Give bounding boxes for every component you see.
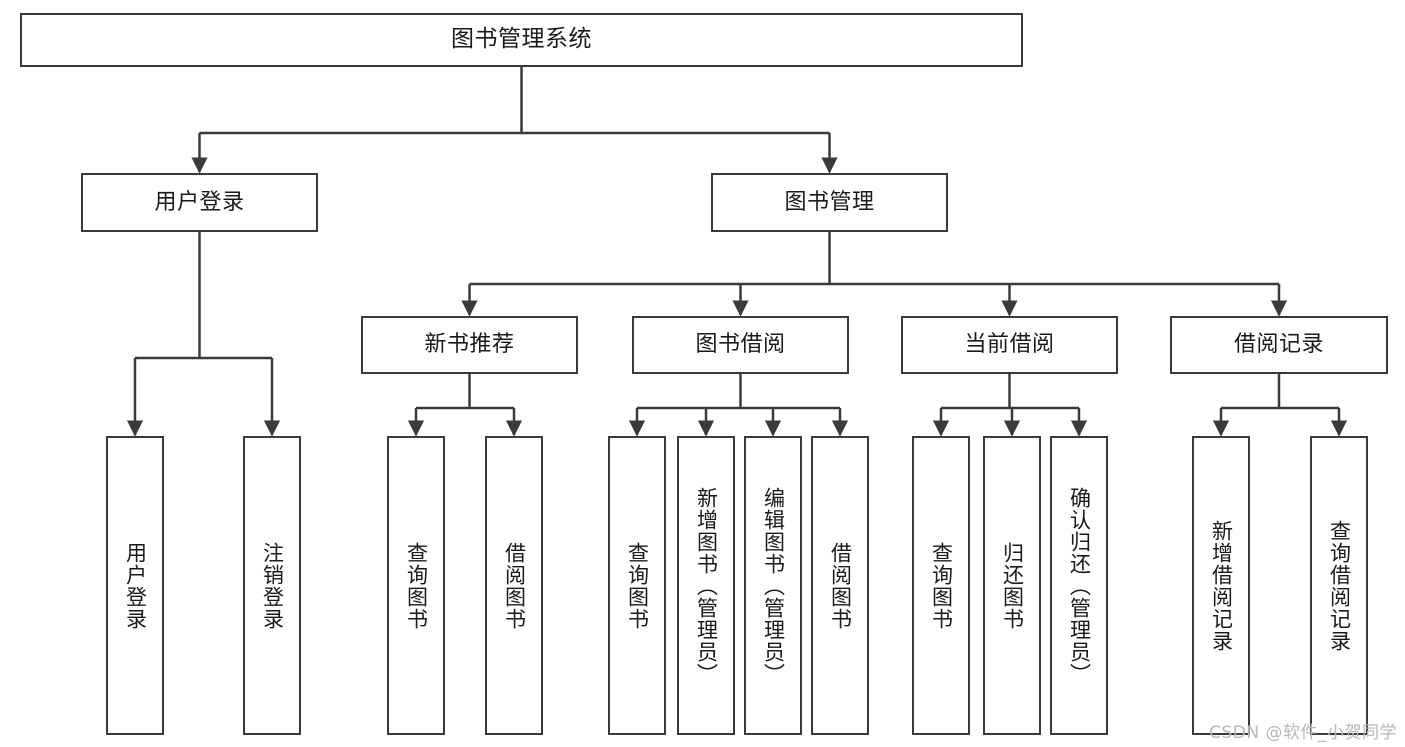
node-leaf-add-borrow-record[interactable]: 新增借阅记录 [1192,436,1250,735]
node-label: 新增图书（管理员） [694,486,719,685]
node-label: 查询借阅记录 [1327,519,1352,652]
node-label: 图书借阅 [695,332,786,358]
node-new-book-recommend[interactable]: 新书推荐 [361,316,578,374]
node-leaf-edit-book-admin[interactable]: 编辑图书（管理员） [744,436,802,735]
node-leaf-borrow-book-recommend[interactable]: 借阅图书 [485,436,543,735]
node-leaf-confirm-return-admin[interactable]: 确认归还（管理员） [1050,436,1108,735]
node-label: 新书推荐 [424,332,515,358]
node-label: 编辑图书（管理员） [761,486,786,685]
node-leaf-query-borrow-record[interactable]: 查询借阅记录 [1310,436,1368,735]
node-book-management[interactable]: 图书管理 [711,173,948,232]
node-label: 当前借阅 [964,332,1055,358]
node-label: 查询图书 [929,541,954,630]
node-leaf-logout[interactable]: 注销登录 [243,436,301,735]
node-borrow-records[interactable]: 借阅记录 [1170,316,1388,374]
node-label: 查询图书 [404,541,429,630]
node-root[interactable]: 图书管理系统 [20,13,1023,67]
node-label: 用户登录 [123,541,148,630]
node-label: 确认归还（管理员） [1067,486,1092,685]
node-leaf-query-book-borrow[interactable]: 查询图书 [608,436,666,735]
watermark: CSDN @软件_小贺同学 [1209,723,1397,743]
node-label: 新增借阅记录 [1209,519,1234,652]
node-user-login[interactable]: 用户登录 [81,173,318,232]
node-label: 用户登录 [154,189,245,215]
node-label: 归还图书 [1000,541,1025,630]
node-leaf-add-book-admin[interactable]: 新增图书（管理员） [677,436,735,735]
node-leaf-query-book-recommend[interactable]: 查询图书 [387,436,445,735]
node-leaf-query-book-current[interactable]: 查询图书 [912,436,970,735]
node-current-borrow[interactable]: 当前借阅 [901,316,1118,374]
node-book-borrow[interactable]: 图书借阅 [632,316,849,374]
node-leaf-user-login[interactable]: 用户登录 [106,436,164,735]
node-label: 查询图书 [625,541,650,630]
node-label: 图书管理 [784,189,875,215]
node-label: 借阅图书 [502,541,527,630]
node-label: 图书管理系统 [451,26,592,53]
node-label: 借阅图书 [828,541,853,630]
node-label: 借阅记录 [1233,332,1324,358]
node-leaf-return-book[interactable]: 归还图书 [983,436,1041,735]
node-leaf-borrow-book[interactable]: 借阅图书 [811,436,869,735]
node-label: 注销登录 [260,541,285,630]
